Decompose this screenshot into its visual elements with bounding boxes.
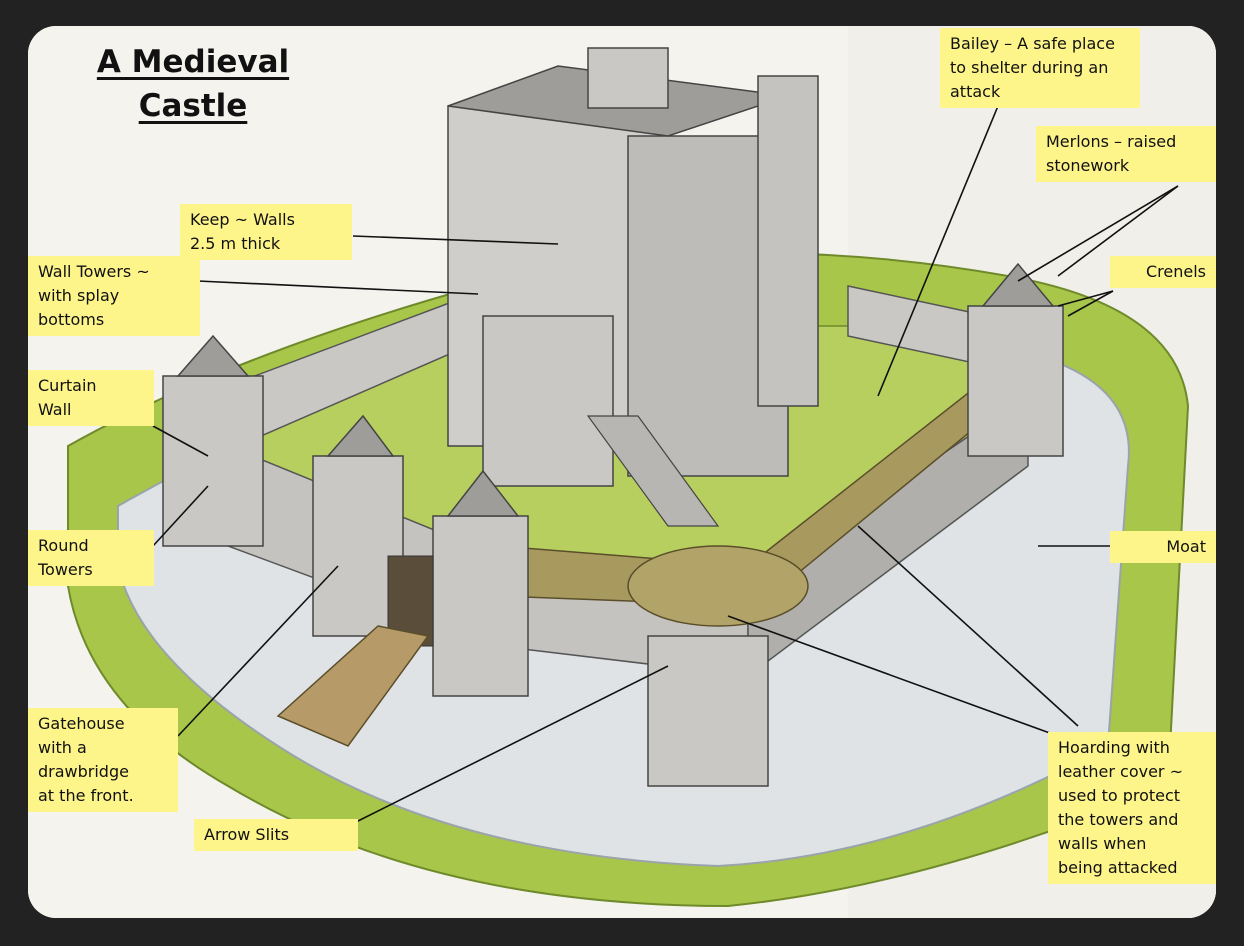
title-line-2: Castle <box>138 88 248 124</box>
label-moat: Moat <box>1110 531 1216 563</box>
drawbridge <box>276 625 430 747</box>
diagram-frame: A Medieval Castle Keep ~ Walls 2.5 m thi… <box>28 26 1216 918</box>
forebuilding <box>482 315 614 487</box>
label-arrow-slits: Arrow Slits <box>194 819 358 851</box>
round-towers <box>162 262 1064 787</box>
label-keep: Keep ~ Walls 2.5 m thick <box>180 204 352 260</box>
label-curtain-wall: Curtain Wall <box>28 370 154 426</box>
label-gatehouse: Gatehouse with a drawbridge at the front… <box>28 708 178 812</box>
label-bailey: Bailey – A safe place to shelter during … <box>940 28 1140 108</box>
label-round-towers: Round Towers <box>28 530 154 586</box>
label-merlons: Merlons – raised stonework <box>1036 126 1216 182</box>
label-crenels: Crenels <box>1110 256 1216 288</box>
leader-lines <box>152 105 1179 827</box>
diagram-title: A Medieval Castle <box>68 40 318 128</box>
hoarding-tower <box>627 545 809 627</box>
label-wall-towers: Wall Towers ~ with splay bottoms <box>28 256 200 336</box>
keep-stairs <box>586 415 720 527</box>
label-hoarding: Hoarding with leather cover ~ used to pr… <box>1048 732 1216 884</box>
title-line-1: A Medieval <box>96 44 290 80</box>
keep <box>447 47 819 477</box>
